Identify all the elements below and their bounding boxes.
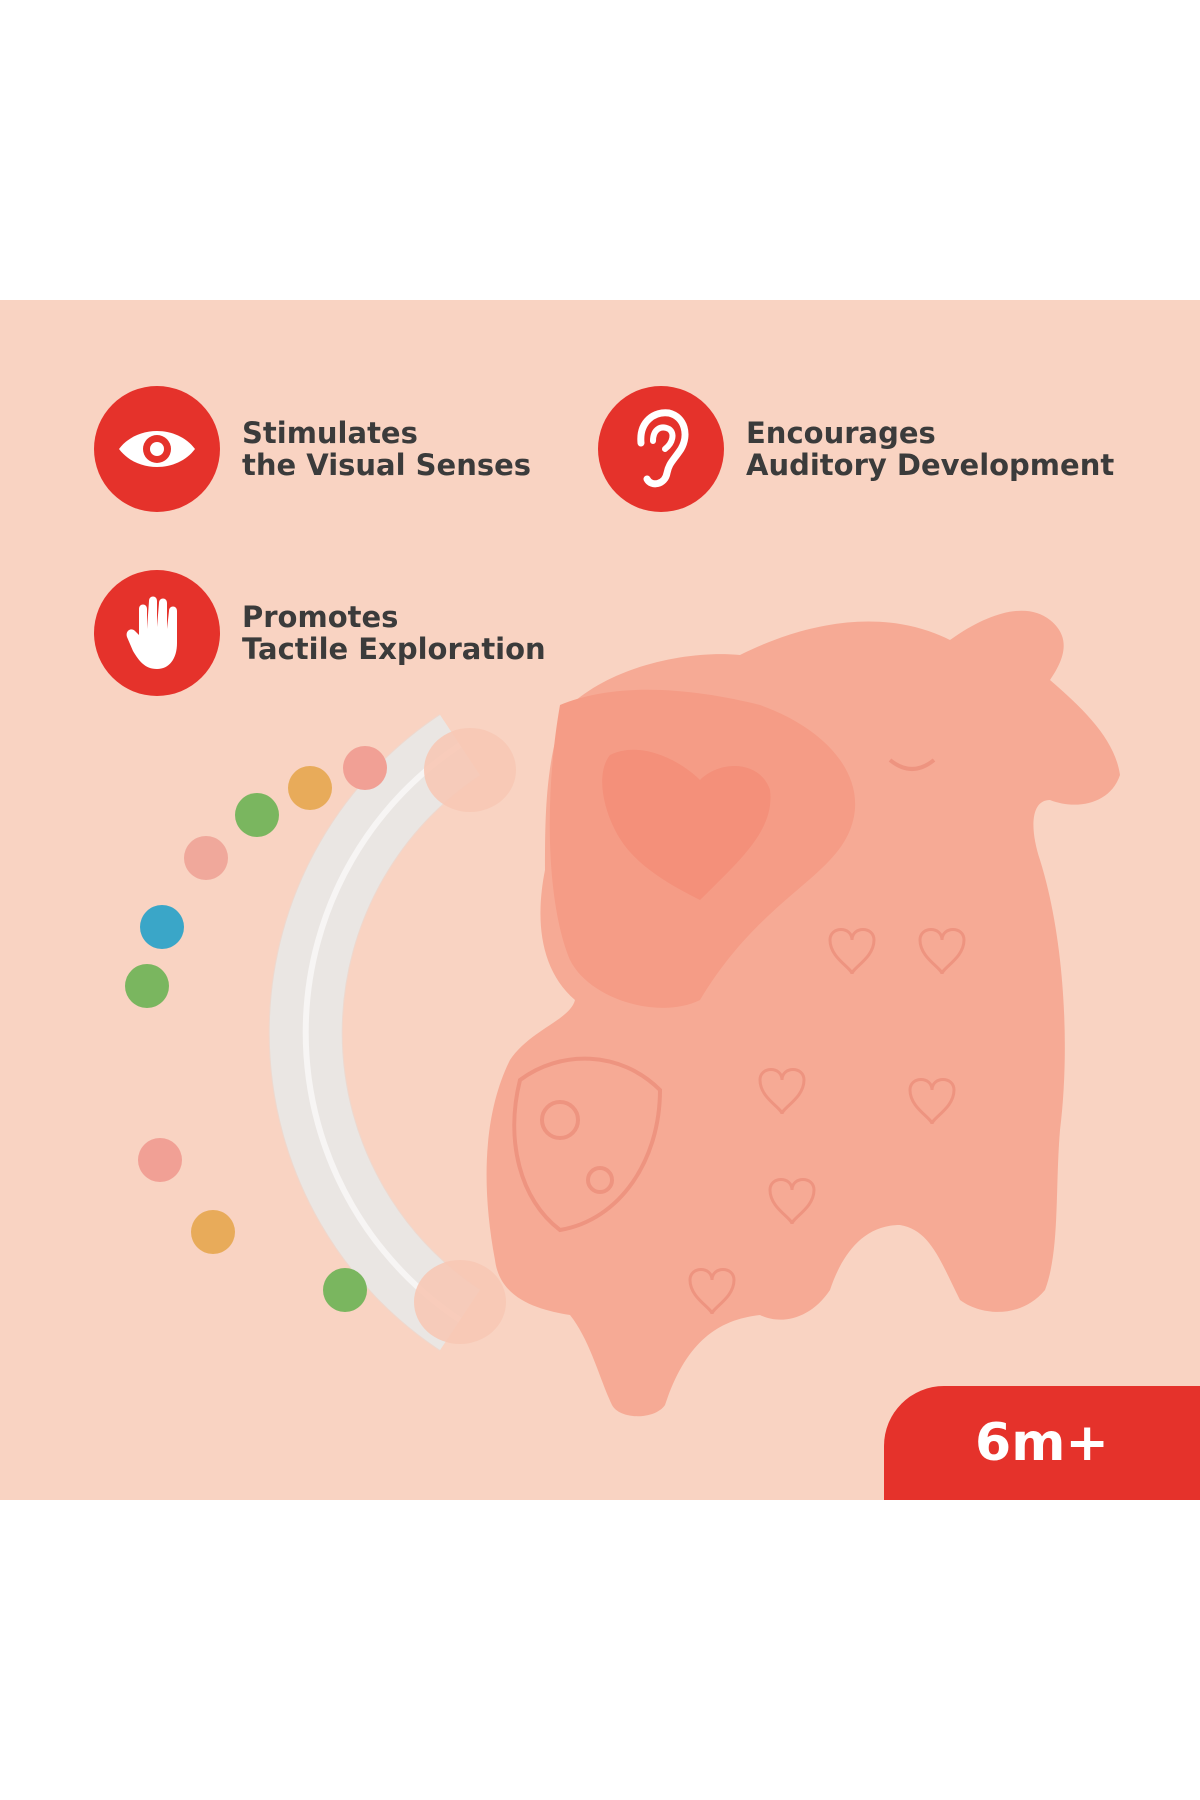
bead [125,964,169,1008]
bead [343,746,387,790]
feature-subtitle: Auditory Development [746,448,1115,482]
feature-title: Encourages [746,416,936,450]
bead [184,836,228,880]
bead [191,1210,235,1254]
feature-tactile-exploration: Promotes Tactile Exploration [94,570,546,696]
eye-icon [94,386,220,512]
bead [138,1138,182,1182]
feature-title: Stimulates [242,416,418,450]
age-badge: 6m+ [884,1386,1200,1500]
bead [140,905,184,949]
bead [235,793,279,837]
heart-pattern [602,749,771,900]
bead [323,1268,367,1312]
hand-icon [94,570,220,696]
bead [288,766,332,810]
ear-icon [598,386,724,512]
feature-visual-senses: Stimulates the Visual Senses [94,386,531,512]
feature-subtitle: Tactile Exploration [242,632,546,666]
feature-auditory-development: Encourages Auditory Development [598,386,1114,512]
feature-title: Promotes [242,600,399,634]
feature-subtitle: the Visual Senses [242,448,532,482]
